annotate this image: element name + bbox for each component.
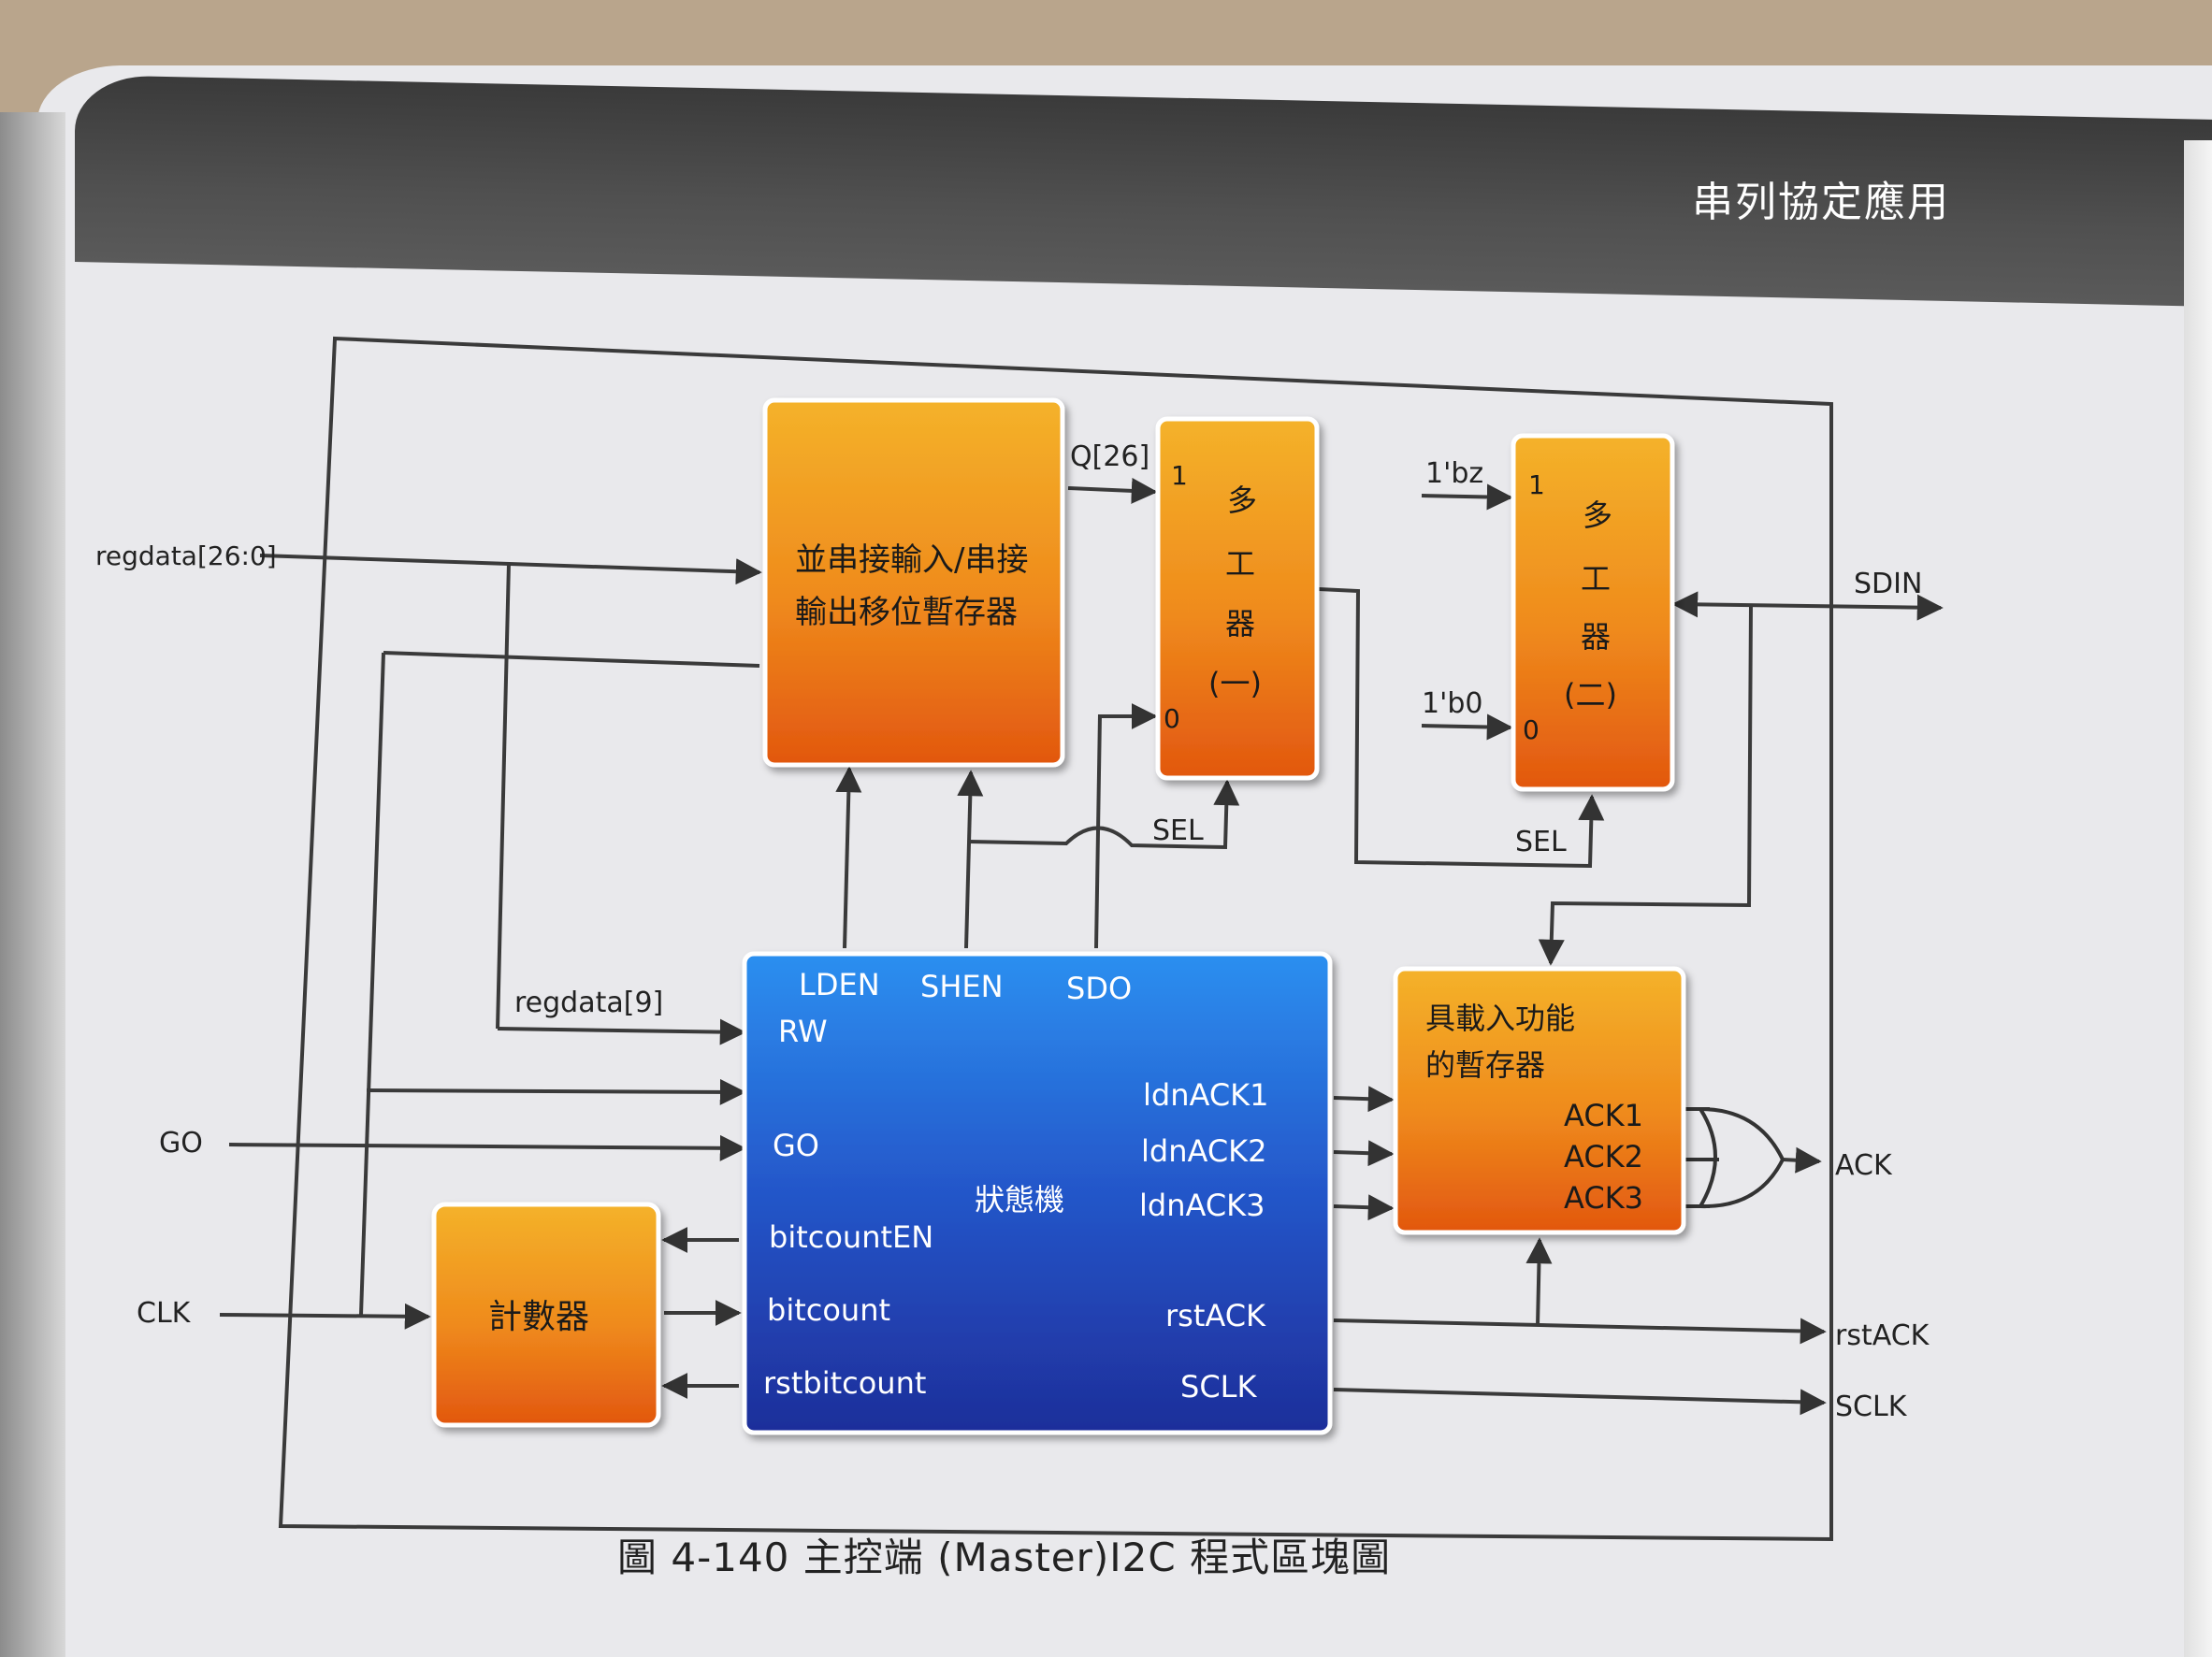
or-gate (1684, 1106, 1786, 1209)
mux2-block (1511, 433, 1675, 792)
sel2-label: SEL (1515, 826, 1567, 858)
load-register-block (1393, 966, 1686, 1235)
ack1-port-label: ACK1 (1564, 1098, 1643, 1133)
rstack-to-register (1525, 1237, 1553, 1327)
sdin-to-register-wire (1538, 605, 1753, 966)
fsm-port-sdo: SDO (1066, 971, 1132, 1006)
regdata9-wire (497, 1018, 746, 1045)
rstack-wire (1333, 1318, 1827, 1345)
bz-label: 1'bz (1425, 457, 1483, 490)
sdin-label: SDIN (1854, 568, 1922, 600)
fsm-port-shen: SHEN (920, 969, 1004, 1004)
fsm-port-rw: RW (778, 1014, 828, 1049)
ldnack3-wire (1333, 1194, 1395, 1221)
fsm-port-lden: LDEN (799, 967, 880, 1002)
sel1-wire (968, 779, 1240, 850)
counter-label: 計數器 (488, 1298, 589, 1336)
mux2-label-line3: 器 (1581, 619, 1611, 655)
sel1-label: SEL (1152, 814, 1204, 847)
shift-register-block (762, 397, 1065, 768)
rstack-output-label: rstACK (1835, 1319, 1930, 1352)
figure-caption: 圖 4-140 主控端 (Master)I2C 程式區塊圖 (617, 1535, 1392, 1580)
regdata9-label: regdata[9] (514, 987, 663, 1019)
clk-feedback-top (383, 651, 760, 668)
load-register-label-line2: 的暫存器 (1425, 1047, 1545, 1083)
fsm-port-rstbitcount: rstbitcount (763, 1365, 926, 1401)
shift-register-label-line1: 並串接輸入/串接 (795, 541, 1028, 579)
ack-out-wire (1782, 1146, 1822, 1174)
ldnack1-wire (1333, 1086, 1395, 1113)
load-register-label-line1: 具載入功能 (1425, 1001, 1575, 1036)
sclk-output-label: SCLK (1835, 1390, 1908, 1423)
fsm-port-bitcounten: bitcountEN (769, 1219, 933, 1255)
clk-to-fsm (366, 1078, 746, 1105)
shen-wire (957, 770, 984, 949)
counter-block (431, 1202, 661, 1428)
ack2-port-label: ACK2 (1564, 1139, 1643, 1174)
outer-frame (278, 336, 1833, 1542)
fsm-block (742, 951, 1333, 1435)
regdata-label: regdata[26:0] (95, 540, 277, 571)
ldnack2-wire (1333, 1140, 1395, 1167)
mux2-label-line2: 工 (1581, 561, 1611, 597)
fsm-port-go: GO (773, 1128, 819, 1163)
mux1-out-wire (1318, 587, 1605, 869)
ack3-port-label: ACK3 (1564, 1180, 1643, 1216)
mux2-label-line4: (二) (1564, 677, 1617, 713)
lden-wire (835, 766, 862, 949)
sclk-wire (1333, 1388, 1827, 1416)
mux1-in1-label: 1 (1171, 460, 1188, 491)
mux2-in0-label: 0 (1523, 714, 1540, 745)
b0-label: 1'b0 (1422, 687, 1482, 720)
fsm-port-rstack: rstACK (1165, 1298, 1266, 1333)
clk-wire (219, 1303, 431, 1330)
regdata9-branch (496, 562, 511, 1030)
q26-label: Q[26] (1070, 440, 1149, 473)
mux1-label-line2: 工 (1225, 546, 1255, 582)
fsm-port-bitcount: bitcount (767, 1292, 890, 1328)
go-input-label: GO (159, 1127, 203, 1160)
mux1-in0-label: 0 (1164, 703, 1180, 734)
q26-wire (1067, 477, 1158, 504)
page-header-title: 串列協定應用 (1692, 179, 1950, 226)
shift-register-label-line2: 輸出移位暫存器 (795, 594, 1018, 631)
fsm-port-ldnack3: ldnACK3 (1139, 1188, 1265, 1223)
fsm-port-sclk: SCLK (1180, 1369, 1257, 1405)
mux1-label-line3: 器 (1225, 606, 1255, 641)
clk-vertical (359, 652, 385, 1316)
sdin-wire (1671, 591, 1944, 621)
clk-input-label: CLK (137, 1297, 192, 1330)
fsm-port-ldnack2: ldnACK2 (1141, 1133, 1267, 1169)
fsm-port-ldnack1: ldnACK1 (1143, 1077, 1269, 1113)
mux1-label-line1: 多 (1227, 483, 1257, 518)
bz-wire (1421, 483, 1513, 511)
mux2-label-line1: 多 (1583, 497, 1612, 533)
b0-wire (1421, 713, 1513, 741)
mux1-block (1155, 416, 1320, 781)
ack-output-label: ACK (1835, 1149, 1893, 1182)
sdo-wire-up (1094, 713, 1102, 949)
mux1-label-line4: (一) (1208, 666, 1262, 701)
page-spine-edge (0, 112, 65, 1657)
fsm-label: 狀態機 (975, 1182, 1064, 1218)
mux2-in1-label: 1 (1528, 469, 1545, 500)
page-right-edge (2184, 140, 2212, 1657)
go-wire (228, 1134, 746, 1161)
